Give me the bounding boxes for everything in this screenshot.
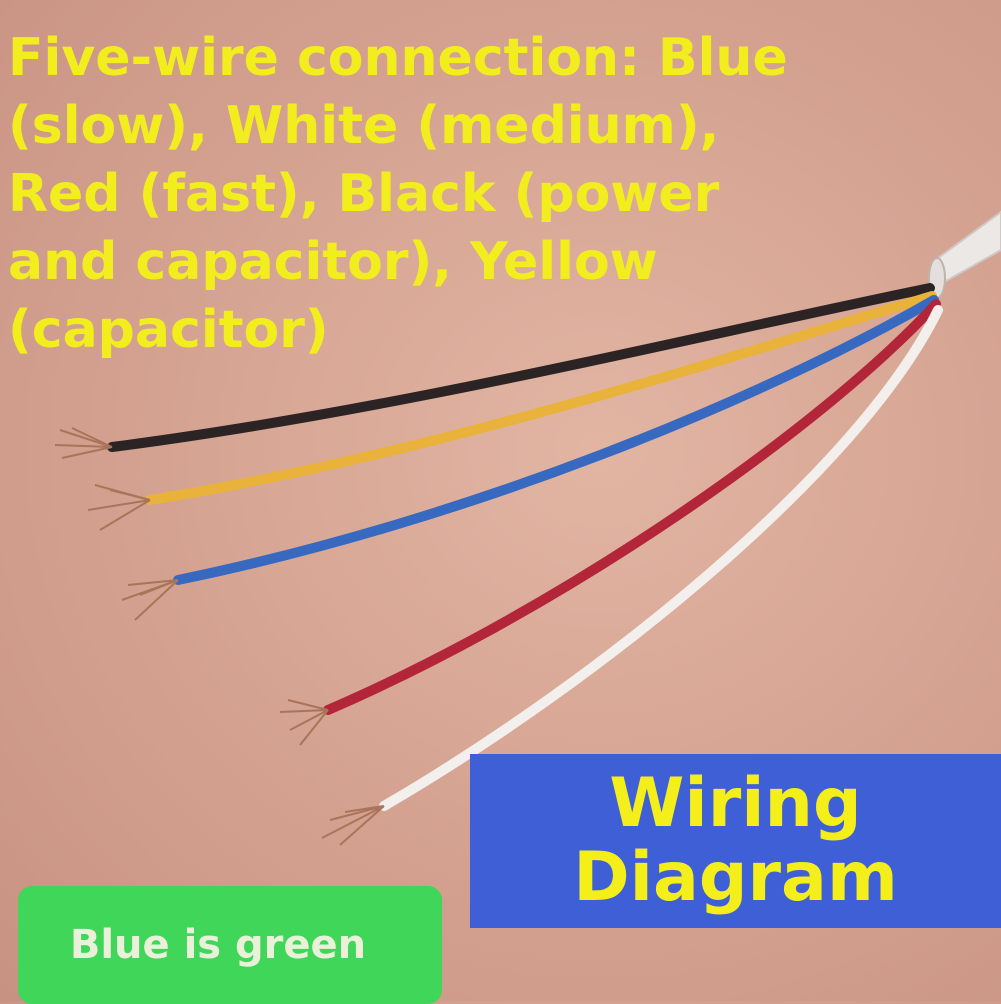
wire-blue — [173, 295, 939, 585]
copper-strands — [54, 427, 385, 846]
wire-yellow — [145, 291, 937, 505]
headline-line-4: and capacitor), Yellow — [8, 232, 658, 292]
headline-line-2: (slow), White (medium), — [8, 96, 720, 156]
wiring-label-line-2: Diagram — [573, 838, 898, 917]
wire-red — [323, 299, 941, 715]
wiring-diagram-label: Wiring Diagram — [470, 754, 1001, 928]
wire-black — [107, 283, 935, 452]
note-badge: Blue is green — [18, 886, 442, 1004]
headline-line-3: Red (fast), Black (power — [8, 164, 720, 224]
wire-white — [379, 305, 943, 811]
headline-line-1: Five-wire connection: Blue — [8, 28, 788, 88]
note-text: Blue is green — [69, 922, 367, 968]
headline-line-5: (capacitor) — [8, 300, 329, 360]
headline-text: Five-wire connection: Blue (slow), White… — [8, 24, 968, 364]
wiring-label-line-1: Wiring — [609, 764, 862, 843]
